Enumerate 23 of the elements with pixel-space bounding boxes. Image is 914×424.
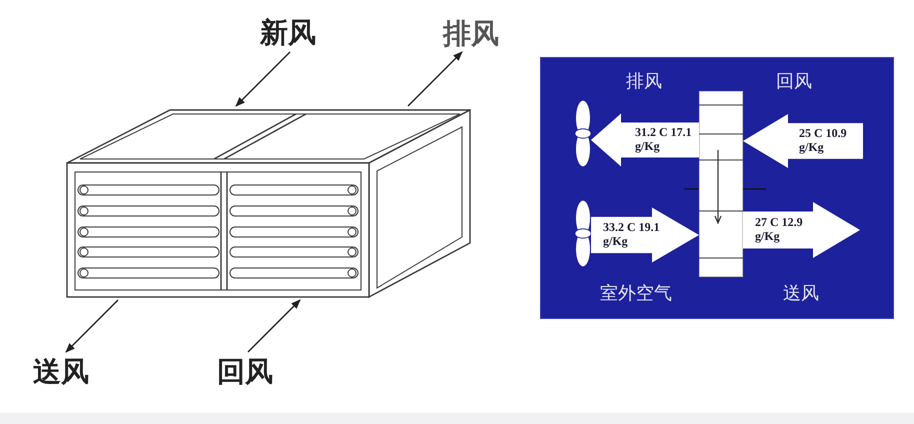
block-arrow [591, 208, 699, 262]
edge-label: 25 C 10.9 g/Kg [799, 126, 848, 155]
edge-label: 27 C 12.9 g/Kg [755, 215, 804, 244]
edge-label: 33.2 C 19.1 g/Kg [603, 220, 661, 249]
exchanger-core [699, 91, 743, 277]
airflow-label: 送风 [26, 352, 96, 392]
fan-icon [575, 100, 591, 167]
airflow-label: 新风 [252, 14, 324, 52]
arrow [235, 52, 290, 107]
section-label: 排风 [626, 71, 662, 93]
block-arrow [743, 202, 860, 258]
arrow [65, 300, 118, 353]
arrow [248, 299, 301, 352]
edge-label: 31.2 C 17.1 g/Kg [635, 125, 693, 154]
section-label: 回风 [776, 71, 812, 93]
airflow-label: 排风 [438, 16, 504, 52]
block-arrow [591, 114, 699, 166]
airflow-label: 回风 [210, 352, 280, 392]
arrow [408, 51, 463, 106]
section-label: 送风 [783, 283, 819, 305]
fan-icon [575, 200, 591, 267]
section-label: 室外空气 [600, 283, 672, 305]
block-arrow [743, 114, 863, 168]
